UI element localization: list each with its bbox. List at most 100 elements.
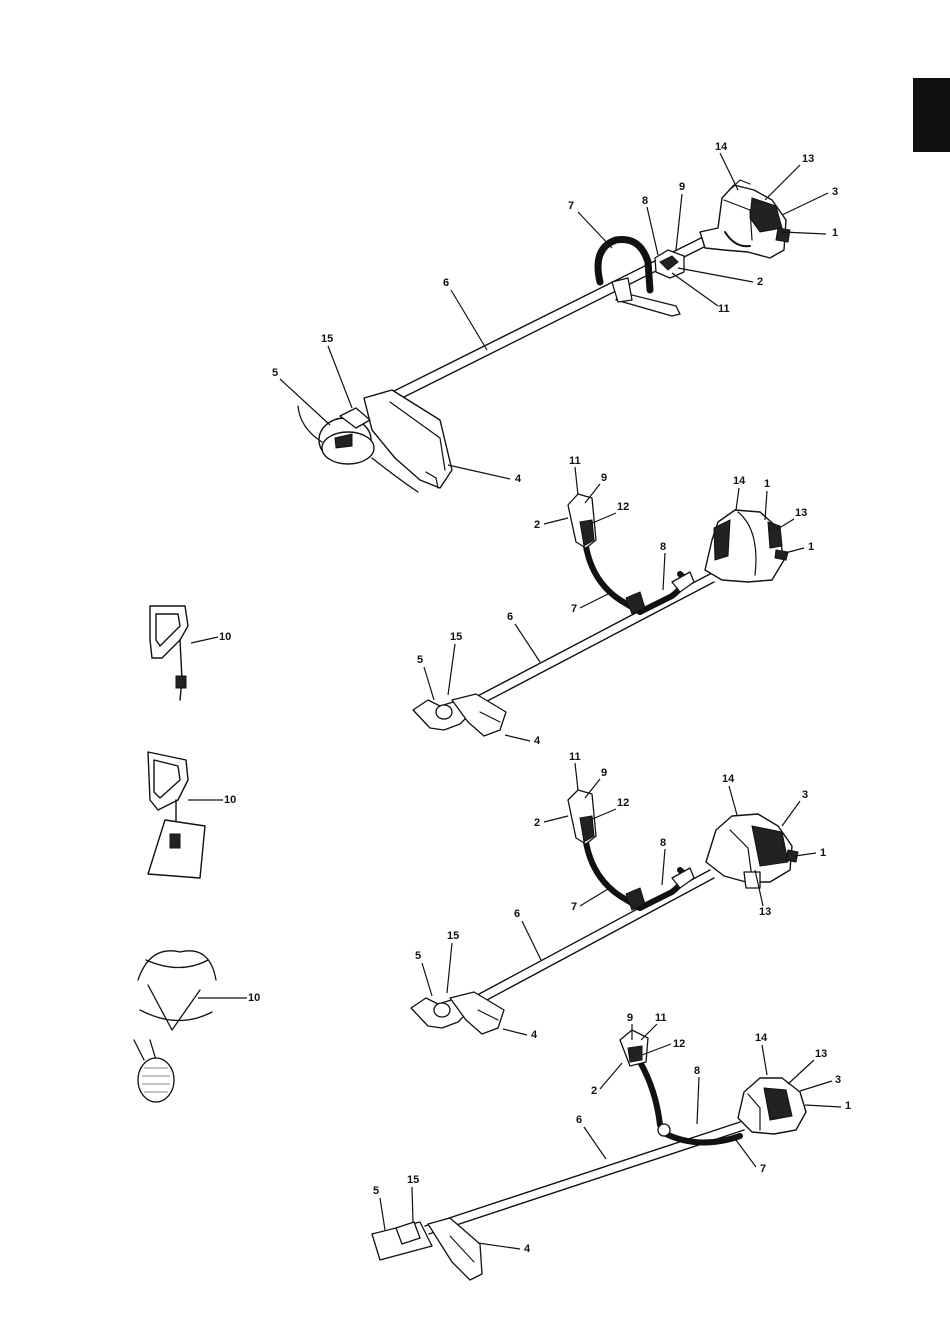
callout-number: 1 — [832, 227, 838, 239]
callout-number: 4 — [524, 1243, 531, 1255]
leader-line — [785, 548, 804, 553]
leader-line — [575, 763, 578, 790]
engine-unit — [700, 180, 790, 258]
leader-line — [505, 735, 530, 741]
callout-number: 2 — [757, 276, 763, 288]
figure-trimmer-loop — [298, 180, 790, 492]
leader-line — [575, 467, 578, 495]
leader-line — [578, 212, 612, 248]
leader-line — [765, 165, 800, 200]
leader-line — [451, 290, 487, 350]
callout-number: 15 — [407, 1174, 419, 1186]
callout-number: 1 — [820, 847, 826, 859]
leader-line — [641, 1024, 657, 1040]
leader-line — [736, 488, 739, 510]
callout-number: 6 — [514, 908, 520, 920]
leader-line — [647, 207, 658, 255]
leader-line — [678, 268, 753, 282]
callout-number: 14 — [715, 141, 728, 153]
leader-line — [544, 816, 568, 822]
cutting-head-guard — [298, 390, 452, 492]
callout-number: 13 — [795, 507, 807, 519]
leader-line — [544, 518, 568, 524]
callout-number: 5 — [417, 654, 423, 666]
leader-line — [448, 465, 510, 479]
callout-number: 8 — [642, 195, 648, 207]
engine-unit — [706, 814, 798, 888]
callout-number: 15 — [447, 930, 459, 942]
callout-number: 14 — [755, 1032, 768, 1044]
callout-number: 9 — [679, 181, 685, 193]
leader-line — [191, 637, 218, 643]
leader-line — [733, 1136, 756, 1167]
leader-line — [782, 193, 828, 215]
callout-number: 10 — [219, 631, 231, 643]
leader-line — [503, 1029, 527, 1035]
callout-number: 10 — [224, 794, 236, 806]
callout-number: 11 — [655, 1012, 667, 1024]
callout-number: 1 — [808, 541, 814, 553]
callout-number: 9 — [601, 767, 607, 779]
leader-line — [676, 194, 682, 250]
leader-line — [776, 519, 794, 530]
callout-number: 1 — [764, 478, 770, 490]
leader-line — [584, 1127, 606, 1159]
callout-number: 12 — [617, 501, 629, 513]
callout-number: 7 — [571, 603, 577, 615]
callout-number: 9 — [601, 472, 607, 484]
leader-line — [782, 801, 800, 826]
callout-number: 7 — [760, 1163, 766, 1175]
callout-number: 2 — [591, 1085, 597, 1097]
callout-number: 11 — [569, 751, 581, 763]
callout-number: 8 — [660, 541, 666, 553]
figure-harness-single — [150, 606, 188, 700]
callout-number: 15 — [321, 333, 333, 345]
leader-line — [412, 1187, 413, 1222]
leader-line — [522, 921, 541, 960]
leader-line — [280, 379, 330, 425]
callout-number: 4 — [534, 735, 541, 747]
callout-number: 1 — [845, 1100, 851, 1112]
callout-number: 12 — [673, 1038, 685, 1050]
figure-brushcutter-3 — [372, 1030, 806, 1280]
leader-line — [515, 624, 540, 662]
callouts-harness-shoulder-pad: 10 — [188, 794, 236, 806]
callout-number: 7 — [568, 200, 574, 212]
callout-number: 13 — [802, 153, 814, 165]
leader-line — [762, 1045, 767, 1075]
callout-number: 8 — [660, 837, 666, 849]
callout-number: 3 — [835, 1074, 841, 1086]
callout-number: 6 — [443, 277, 449, 289]
callout-number: 13 — [759, 906, 771, 918]
leader-line — [600, 1063, 622, 1089]
callout-number: 3 — [802, 789, 808, 801]
throttle-handle — [655, 250, 684, 278]
figure-harness-double — [134, 951, 216, 1102]
leader-line — [729, 786, 737, 815]
leader-line — [424, 667, 434, 700]
callout-number: 5 — [272, 367, 278, 379]
engine-unit — [738, 1078, 806, 1134]
leader-line — [765, 491, 767, 520]
engine-unit — [705, 510, 788, 582]
callout-number: 2 — [534, 817, 540, 829]
figure-brushcutter-1 — [413, 494, 788, 736]
callout-number: 5 — [373, 1185, 379, 1197]
blade-guard — [413, 694, 506, 736]
callout-number: 5 — [415, 950, 421, 962]
leader-line — [672, 273, 718, 306]
callout-number: 4 — [515, 473, 522, 485]
leader-line — [788, 1060, 814, 1084]
callout-number: 3 — [832, 186, 838, 198]
leader-line — [422, 963, 432, 996]
leader-line — [580, 594, 608, 608]
leader-line — [478, 1243, 520, 1249]
leader-line — [580, 889, 608, 906]
callout-number: 4 — [531, 1029, 538, 1041]
callout-number: 10 — [248, 992, 260, 1004]
callout-number: 14 — [722, 773, 735, 785]
leader-line — [380, 1198, 385, 1230]
leader-line — [328, 346, 352, 408]
